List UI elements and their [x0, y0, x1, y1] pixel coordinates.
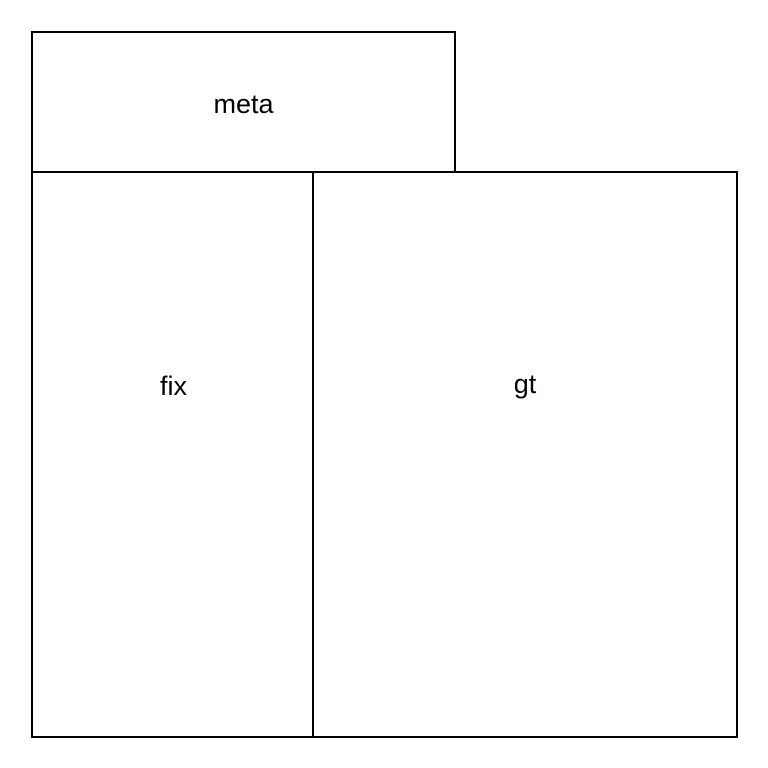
fix-block: fix	[31, 171, 316, 738]
meta-label: meta	[213, 89, 274, 119]
fix-label: fix	[160, 371, 187, 401]
meta-block: meta	[31, 31, 456, 174]
gt-block: gt	[312, 171, 738, 738]
gt-label: gt	[513, 369, 537, 399]
